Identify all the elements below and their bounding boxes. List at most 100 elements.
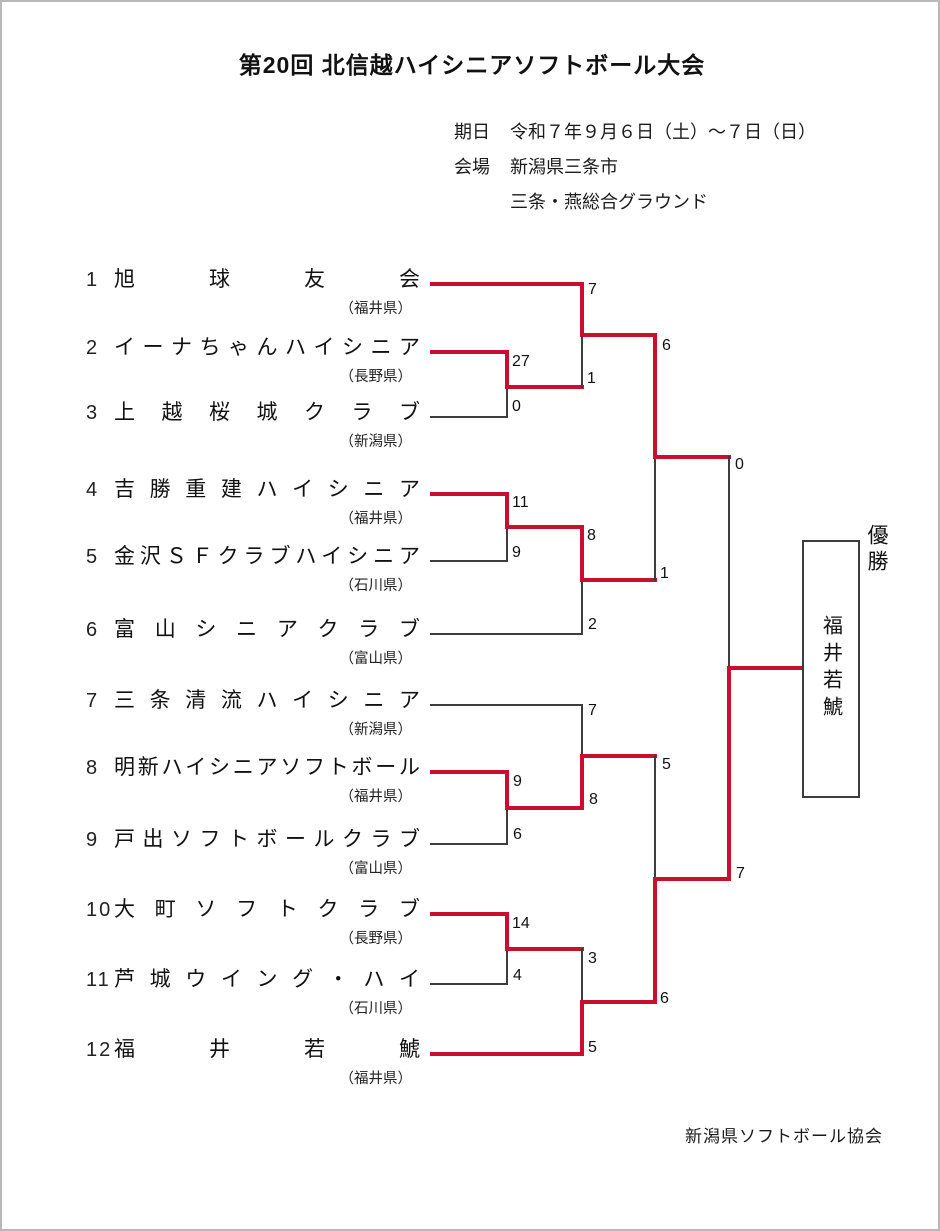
team-seed: 11 — [86, 969, 111, 991]
champion-name: 福井若鯱 — [819, 615, 842, 723]
bracket-line-team1 — [430, 282, 582, 286]
venue-label: 会場 — [454, 157, 490, 177]
team-name: 明新ハイシニアソフトボール — [114, 756, 420, 779]
venue-detail: 三条・燕総合グラウンド — [510, 192, 708, 212]
connector-qf3-winner — [580, 754, 584, 810]
team-prefecture: （福井県） — [339, 789, 413, 805]
team-seed: 1 — [86, 269, 100, 291]
event-info: 期日令和７年９月６日（土）～７日（日） 会場新潟県三条市 三条・燕総合グラウンド — [454, 122, 816, 218]
score-m2v3-bottom: 0 — [512, 398, 521, 415]
team-seed: 4 — [86, 479, 100, 501]
score-qf2-top: 8 — [587, 527, 596, 544]
team-prefecture: （福井県） — [339, 301, 413, 317]
score-qf3-top: 7 — [588, 702, 597, 719]
team-prefecture: （新潟県） — [339, 722, 413, 738]
team-name: イーナちゃんハイシニア — [114, 336, 420, 359]
advance-line-qf2 — [580, 578, 657, 582]
team-prefecture: （福井県） — [339, 511, 413, 527]
connector-sf2-loser — [654, 755, 656, 879]
bracket-line-team7 — [430, 704, 582, 706]
score-sf2-top: 5 — [662, 756, 671, 773]
team-prefecture: （長野県） — [339, 931, 413, 947]
connector-m2v3-winner — [505, 350, 509, 389]
score-sf1-top: 6 — [662, 337, 671, 354]
team-seed: 9 — [86, 829, 100, 851]
score-m10v11-bottom: 4 — [513, 967, 522, 984]
connector-m10v11-loser — [506, 949, 508, 985]
bracket-line-team5 — [430, 560, 507, 562]
team-name: 福井若鯱 — [114, 1038, 420, 1061]
advance-line-m10v11 — [505, 947, 584, 951]
connector-final-winner — [727, 666, 731, 881]
date-value: 令和７年９月６日（土）～７日（日） — [510, 122, 816, 142]
team-name: 三条清流ハイシニア — [114, 689, 420, 712]
score-qf1-top: 7 — [588, 281, 597, 298]
event-date-row: 期日令和７年９月６日（土）～７日（日） — [454, 122, 816, 157]
score-sf2-bottom: 6 — [660, 990, 669, 1007]
team-prefecture: （福井県） — [339, 1071, 413, 1087]
advance-line-m2v3 — [505, 385, 584, 389]
connector-sf2-winner — [653, 877, 657, 1004]
advance-line-qf3 — [580, 754, 657, 758]
score-m10v11-top: 14 — [512, 915, 530, 932]
team-prefecture: （富山県） — [339, 861, 413, 877]
connector-qf3-loser — [581, 704, 583, 756]
score-qf4-top: 3 — [588, 950, 597, 967]
team-seed: 7 — [86, 690, 100, 712]
score-qf1-bottom: 1 — [587, 370, 596, 387]
advance-line-m8v9 — [505, 806, 584, 810]
score-sf1-bottom: 1 — [660, 565, 669, 582]
connector-m2v3-loser — [506, 387, 508, 418]
connector-m4v5-winner — [505, 492, 509, 529]
page-title: 第20回 北信越ハイシニアソフトボール大会 — [238, 52, 706, 78]
connector-m10v11-winner — [505, 912, 509, 951]
team-name: 上越桜城クラブ — [114, 401, 420, 424]
score-qf2-bottom: 2 — [588, 616, 597, 633]
bracket-line-team9 — [430, 843, 507, 845]
team-seed: 3 — [86, 402, 100, 424]
connector-sf1-winner — [653, 333, 657, 459]
connector-final-loser — [728, 456, 730, 668]
bracket-line-team2 — [430, 350, 507, 354]
connector-m8v9-winner — [505, 770, 509, 810]
team-seed: 12 — [86, 1039, 113, 1061]
score-final-top: 0 — [735, 456, 744, 473]
score-m4v5-bottom: 9 — [512, 544, 521, 561]
connector-qf1-winner — [580, 282, 584, 337]
connector-qf2-winner — [580, 525, 584, 582]
team-name: 芦城ウイング・ハイ — [114, 968, 420, 991]
team-name: 旭球友会 — [114, 268, 420, 291]
score-m8v9-bottom: 6 — [513, 826, 522, 843]
score-m4v5-top: 11 — [512, 494, 529, 511]
team-seed: 2 — [86, 337, 100, 359]
bracket-line-team10 — [430, 912, 507, 916]
advance-line-sf2 — [653, 877, 731, 881]
advance-line-qf1 — [580, 333, 657, 337]
score-qf4-bottom: 5 — [588, 1039, 597, 1056]
organizer-text: 新潟県ソフトボール協会 — [685, 1127, 883, 1146]
team-seed: 10 — [86, 899, 113, 921]
bracket-line-team12 — [430, 1052, 582, 1056]
score-final-bottom: 7 — [736, 865, 745, 882]
advance-line-qf4 — [580, 1000, 657, 1004]
connector-m4v5-loser — [506, 527, 508, 562]
champion-box: 福井若鯱 — [802, 540, 860, 798]
connector-qf4-winner — [580, 1000, 584, 1056]
bracket-line-team8 — [430, 770, 507, 774]
team-prefecture: （富山県） — [339, 651, 413, 667]
team-name: 大町ソフトクラブ — [114, 898, 420, 921]
advance-line-m4v5 — [505, 525, 584, 529]
team-name: 戸出ソフトボールクラブ — [114, 828, 420, 851]
team-seed: 8 — [86, 757, 100, 779]
score-m8v9-top: 9 — [513, 773, 522, 790]
connector-qf2-loser — [581, 580, 583, 635]
score-qf3-bottom: 8 — [589, 791, 598, 808]
bracket-line-team3 — [430, 416, 507, 418]
team-prefecture: （長野県） — [339, 369, 413, 385]
event-venue-row: 会場新潟県三条市 — [454, 157, 816, 192]
bracket-line-team11 — [430, 983, 507, 985]
team-prefecture: （新潟県） — [339, 434, 413, 450]
team-name: 富山シニアクラブ — [114, 618, 420, 641]
